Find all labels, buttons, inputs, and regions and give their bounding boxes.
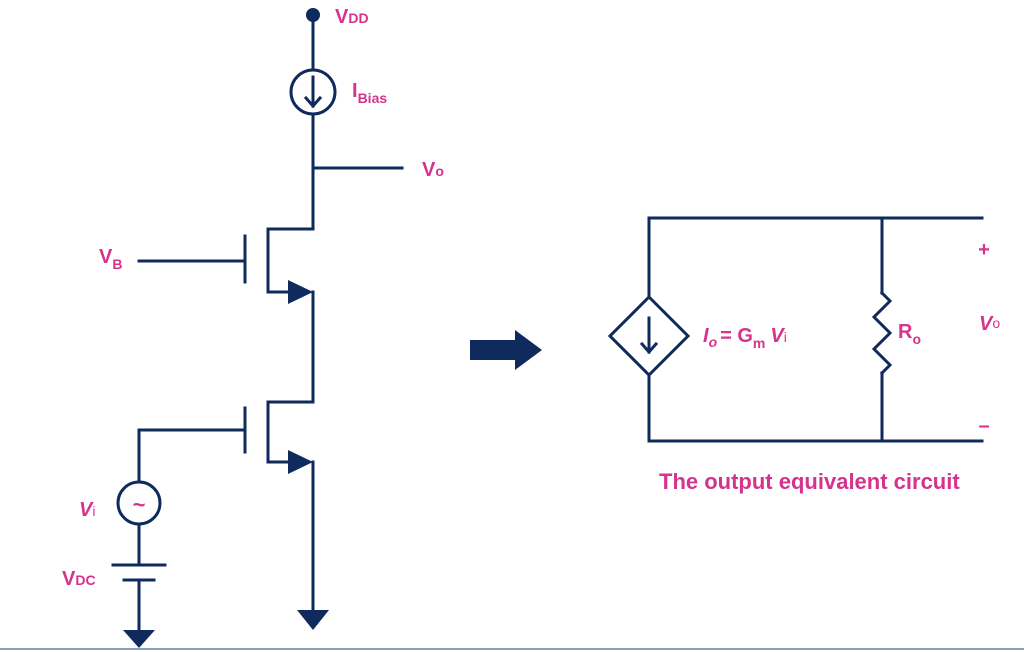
transform-arrow (470, 330, 542, 370)
equivalent-circuit (607, 216, 984, 443)
vdd-label: VDD (335, 6, 369, 28)
upper-transistor (243, 227, 315, 404)
vo-output-label: Vo (422, 159, 444, 181)
output-resistor (871, 216, 893, 443)
equivalent-circuit-caption: The output equivalent circuit (659, 469, 960, 494)
lower-transistor (243, 400, 315, 612)
dependent-current-source (607, 294, 691, 378)
vo-equivalent-label: Vo (979, 313, 1000, 335)
vdc-label: VDC (62, 568, 96, 590)
ac-source-symbol: ~ (133, 492, 146, 517)
bottom-divider (0, 648, 1024, 650)
vi-label: Vi (79, 499, 95, 521)
dc-battery (111, 563, 167, 582)
cascode-circuit (111, 8, 404, 648)
ibias-label: IBias (352, 80, 387, 106)
ro-label: Ro (898, 321, 921, 347)
minus-sign: – (978, 415, 989, 437)
input-gate-wire (137, 428, 247, 484)
bias-current-source (289, 68, 337, 116)
plus-sign: + (978, 239, 990, 261)
ground-arrow-left (123, 630, 155, 648)
vb-label: VB (99, 246, 122, 272)
ground-arrow-right (297, 610, 329, 630)
